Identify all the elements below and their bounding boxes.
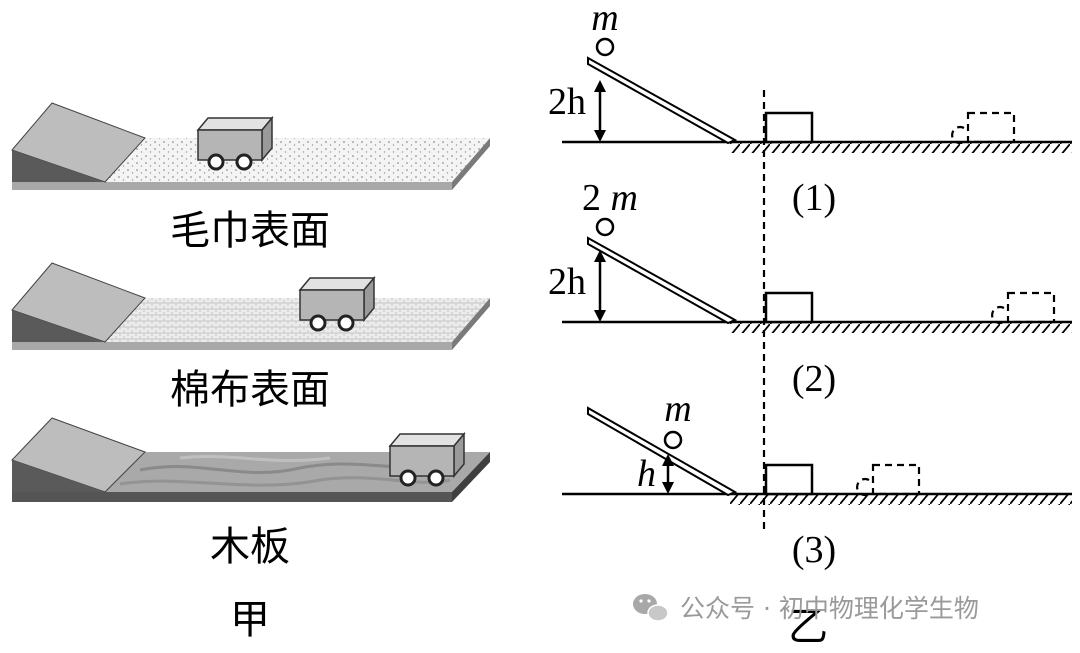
- watermark-text: 公众号 · 初中物理化学生物: [680, 594, 979, 623]
- mass-label-coefficient: 2: [582, 177, 601, 219]
- experiment-number: (1): [792, 177, 836, 219]
- board-side-edge: [452, 298, 490, 350]
- board-front-edge: [12, 492, 452, 502]
- experiment-1: [562, 37, 1072, 153]
- ramp: [11, 102, 146, 183]
- ball: [595, 37, 615, 57]
- cart: [196, 115, 274, 171]
- incline: [587, 236, 738, 325]
- figure-caption-jia: 甲: [230, 597, 270, 643]
- ramp-side: [12, 150, 105, 182]
- incline: [587, 406, 738, 497]
- figure-caption-yi: 乙: [788, 604, 828, 650]
- ground-hatching: [730, 322, 1072, 333]
- board-side-edge: [452, 452, 490, 502]
- wechat-icon: [633, 594, 669, 622]
- height-label: h: [637, 453, 656, 495]
- ramp-side: [12, 310, 105, 342]
- ground-hatching: [730, 142, 1072, 153]
- ball: [663, 430, 683, 450]
- experiment-number: (3): [792, 529, 836, 571]
- ground-hatching: [730, 494, 1072, 505]
- cart: [298, 275, 376, 332]
- experiment-2: [562, 217, 1072, 333]
- mass-label: 2 m: [582, 177, 638, 219]
- experiment-3: [562, 406, 1072, 505]
- board-side-edge: [452, 138, 490, 190]
- block: [764, 111, 814, 144]
- towel-surface-setup: [11, 102, 490, 190]
- ball-final-position: [991, 305, 1005, 325]
- mass-label-variable: m: [611, 177, 638, 219]
- block: [764, 291, 814, 324]
- cart: [388, 431, 466, 487]
- ball-final-position: [856, 477, 870, 497]
- board-front-edge: [12, 182, 452, 190]
- height-label: 2h: [548, 81, 586, 123]
- mass-label: m: [591, 0, 618, 39]
- board-front-edge: [12, 342, 452, 350]
- ball: [595, 217, 615, 237]
- ramp-side: [12, 460, 105, 492]
- ball-final-position: [951, 125, 965, 145]
- wood-surface-setup: [11, 417, 490, 502]
- height-label: 2h: [548, 261, 586, 303]
- experiment-number: (2): [792, 358, 836, 400]
- mass-label: m: [664, 388, 691, 430]
- block: [764, 463, 814, 496]
- cotton-surface-setup: [11, 262, 490, 350]
- panel-label-cotton: 棉布表面: [170, 367, 330, 413]
- block-final-position: [1006, 291, 1056, 324]
- panel-label-towel: 毛巾表面: [170, 208, 330, 254]
- incline: [587, 56, 738, 145]
- block-final-position: [966, 111, 1016, 144]
- panel-label-wood: 木板: [210, 524, 290, 570]
- block-final-position: [871, 463, 921, 496]
